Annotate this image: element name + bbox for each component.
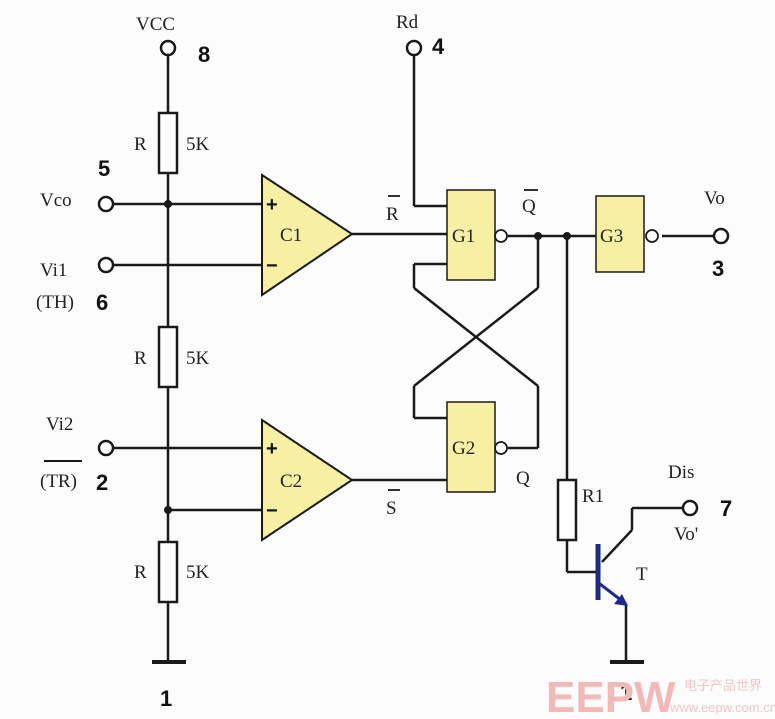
c1-label: C1 [280,225,302,246]
vi2-label: Vi2 [46,414,73,435]
pin-1-right: 1 [620,680,632,705]
r-top-label: R [134,134,147,155]
gate-g2: G2 [446,401,508,493]
r1-label: R1 [582,486,604,507]
resistor-bot [157,540,179,604]
qbar-label: Q [522,196,536,217]
junctions [164,200,571,514]
gate-g1: G1 [446,189,508,281]
resistor-r1 [556,478,578,542]
c1-minus: − [266,255,278,277]
g3-label: G3 [600,226,623,247]
pin-2: 2 [96,470,108,495]
vo-label: Vo [704,188,725,209]
c2-plus: + [266,438,278,460]
pin-6: 6 [96,290,108,315]
pin-dis-terminal [681,499,699,517]
wires [114,56,714,664]
sbar-label: S [386,498,397,519]
labels: VCC 8 Rd 4 5 Vco Vi1 (TH) 6 Vi2 (TR) 2 R… [36,12,732,711]
transistor-label: T [636,564,648,585]
pin-vi2-terminal [97,439,115,457]
resistor-top [157,111,179,175]
transistor-t: T [595,544,648,606]
pin-5: 5 [98,156,110,181]
resistors [157,111,578,604]
pin-4: 4 [432,34,445,59]
g1-label: G1 [452,226,475,247]
pin-rd-terminal [405,39,423,57]
watermark-text: 电子产品世界 [684,678,762,693]
vo-prime-label: Vo' [674,524,698,545]
k-bot-label: 5K [186,562,210,583]
rbar-label: R [386,204,399,225]
pin-vo-terminal [712,227,730,245]
th-label: (TH) [36,292,74,313]
gate-g3: G3 [595,195,659,273]
watermark: EEPW 电子产品世界 www.eepw.com.cn [546,673,775,719]
pin-8: 8 [198,42,210,67]
pin-vi1-terminal [97,256,115,274]
watermark-url: www.eepw.com.cn [669,700,775,715]
dis-label: Dis [668,462,694,483]
r-bot-label: R [134,562,147,583]
c2-label: C2 [280,471,302,492]
tr-label: (TR) [40,471,77,492]
c1-plus: + [266,194,278,216]
rd-label: Rd [396,12,419,33]
pin-3: 3 [712,256,724,281]
watermark-logo: EEPW [546,673,676,719]
pin-vco-terminal [97,195,115,213]
k-top-label: 5K [186,134,210,155]
pin-1-left: 1 [160,686,172,711]
g2-label: G2 [452,438,475,459]
comparator-c2: C2 + − [261,418,354,542]
pin-vcc-terminal [159,39,177,57]
c2-minus: − [266,500,278,522]
pin-terminals [97,39,730,517]
pin-7: 7 [720,496,732,521]
q-label: Q [516,468,530,489]
comparator-c1: C1 + − [261,173,354,297]
k-mid-label: 5K [186,348,210,369]
r-mid-label: R [134,348,147,369]
resistor-mid [157,325,179,389]
vco-label: Vco [40,190,72,211]
vcc-label: VCC [136,14,175,35]
vi1-label: Vi1 [40,260,67,281]
